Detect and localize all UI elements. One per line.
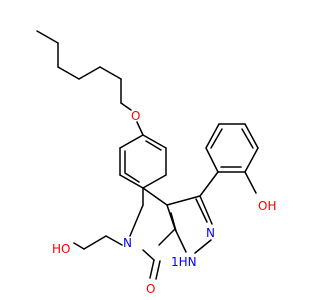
phenol-oxygen-label: OH (258, 199, 276, 213)
chemical-structure: O OH HO O N N 1HN (36, 30, 276, 296)
pyrazole-n1h-label: 1HN (171, 255, 197, 269)
pyrazole-h-label: 1H (171, 255, 188, 269)
atom-labels: O OH HO O N N 1HN (52, 109, 276, 296)
hydroxyethyl-chain (73, 235, 123, 250)
phenyl-ring-hexyloxy (119, 134, 167, 189)
lactam-nitrogen-label: N (123, 236, 132, 250)
pyrazole-ring (166, 195, 213, 254)
hydroxyethyl-oxygen-label: HO (52, 242, 70, 256)
carbonyl-group (149, 259, 161, 280)
hexyl-chain (36, 30, 122, 104)
phenyl-ring-hydroxy (199, 123, 259, 197)
pyrazole-n1-label: N (188, 255, 197, 269)
ether-bonds (120, 102, 144, 136)
pyrrolone-ring (129, 187, 176, 261)
carbonyl-oxygen-label: O (146, 282, 155, 296)
ether-oxygen-label: O (131, 109, 140, 123)
pyrazole-n2-label: N (206, 226, 215, 240)
